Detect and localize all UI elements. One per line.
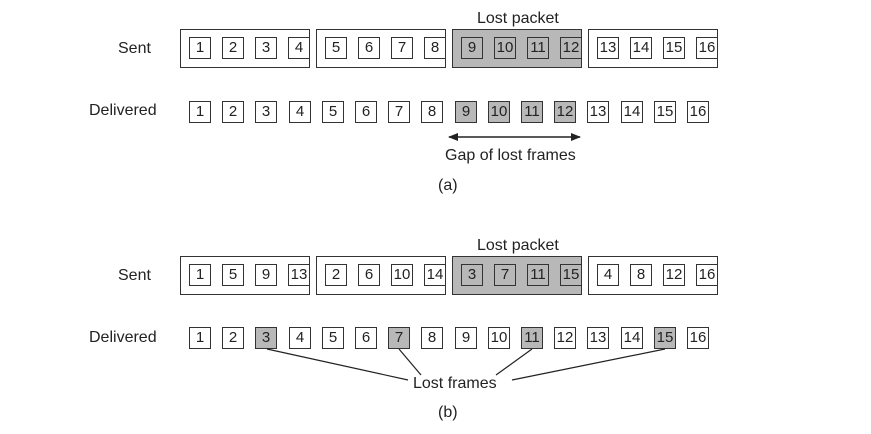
panel-a-lost-packet-label: Lost packet: [477, 10, 559, 27]
sent-frame: 13: [597, 37, 619, 59]
delivered-frame: 5: [322, 327, 344, 349]
sent-frame: 2: [325, 264, 347, 286]
panel-b-delivered-label: Delivered: [89, 329, 157, 346]
delivered-frame: 16: [687, 327, 709, 349]
sent-frame: 10: [391, 264, 413, 286]
sent-frame: 14: [630, 37, 652, 59]
sent-frame: 1: [189, 37, 211, 59]
delivered-frame: 12: [554, 327, 576, 349]
delivered-frame: 16: [687, 101, 709, 123]
sent-frame: 9: [461, 37, 483, 59]
panel-b-sent-label: Sent: [118, 267, 151, 284]
sent-frame: 5: [325, 37, 347, 59]
lost-frame-line-11: [495, 348, 533, 376]
sent-frame: 7: [391, 37, 413, 59]
delivered-frame: 1: [189, 101, 211, 123]
sent-frame: 11: [527, 37, 549, 59]
delivered-frame: 5: [322, 101, 344, 123]
panel-b-caption: (b): [438, 404, 458, 421]
delivered-frame: 15: [654, 101, 676, 123]
delivered-frame: 2: [222, 327, 244, 349]
sent-frame: 11: [527, 264, 549, 286]
delivered-frame-lost: 9: [455, 101, 477, 123]
panel-a-gap-label: Gap of lost frames: [445, 147, 576, 164]
delivered-frame: 13: [587, 327, 609, 349]
delivered-frame: 1: [189, 327, 211, 349]
delivered-frame: 2: [222, 101, 244, 123]
sent-frame: 16: [696, 37, 718, 59]
delivered-frame: 6: [355, 327, 377, 349]
delivered-frame: 14: [621, 327, 643, 349]
delivered-frame: 8: [421, 101, 443, 123]
panel-b-lost-packet-label: Lost packet: [477, 237, 559, 254]
sent-frame: 3: [461, 264, 483, 286]
delivered-frame: 3: [255, 101, 277, 123]
lost-frame-line-15: [511, 348, 666, 381]
sent-frame: 15: [663, 37, 685, 59]
panel-a-delivered-label: Delivered: [89, 102, 157, 119]
delivered-frame: 13: [587, 101, 609, 123]
sent-frame: 9: [255, 264, 277, 286]
delivered-frame: 4: [289, 327, 311, 349]
sent-frame: 2: [222, 37, 244, 59]
sent-frame: 8: [424, 37, 446, 59]
sent-frame: 5: [222, 264, 244, 286]
delivered-frame: 8: [421, 327, 443, 349]
delivered-frame: 9: [455, 327, 477, 349]
sent-frame: 1: [189, 264, 211, 286]
delivered-frame: 10: [488, 327, 510, 349]
panel-a-sent-label: Sent: [118, 40, 151, 57]
panel-b-lost-frames-label: Lost frames: [413, 375, 497, 392]
sent-frame: 7: [494, 264, 516, 286]
sent-frame: 10: [494, 37, 516, 59]
delivered-frame-lost: 15: [654, 327, 676, 349]
sent-frame: 3: [255, 37, 277, 59]
sent-frame: 6: [358, 264, 380, 286]
sent-frame: 8: [630, 264, 652, 286]
delivered-frame-lost: 7: [388, 327, 410, 349]
sent-frame: 4: [288, 37, 310, 59]
panel-a-caption: (a): [438, 177, 458, 194]
delivered-frame-lost: 11: [521, 327, 543, 349]
sent-frame: 14: [424, 264, 446, 286]
sent-frame: 13: [288, 264, 310, 286]
sent-frame: 15: [560, 264, 582, 286]
delivered-frame: 6: [355, 101, 377, 123]
sent-frame: 16: [696, 264, 718, 286]
delivered-frame-lost: 3: [255, 327, 277, 349]
sent-frame: 4: [597, 264, 619, 286]
delivered-frame: 14: [621, 101, 643, 123]
sent-frame: 12: [560, 37, 582, 59]
delivered-frame: 4: [289, 101, 311, 123]
sent-frame: 12: [663, 264, 685, 286]
delivered-frame-lost: 11: [521, 101, 543, 123]
lost-frame-line-3: [266, 348, 409, 381]
delivered-frame: 7: [388, 101, 410, 123]
lost-frame-line-7: [398, 348, 422, 376]
delivered-frame-lost: 12: [554, 101, 576, 123]
delivered-frame-lost: 10: [488, 101, 510, 123]
sent-frame: 6: [358, 37, 380, 59]
